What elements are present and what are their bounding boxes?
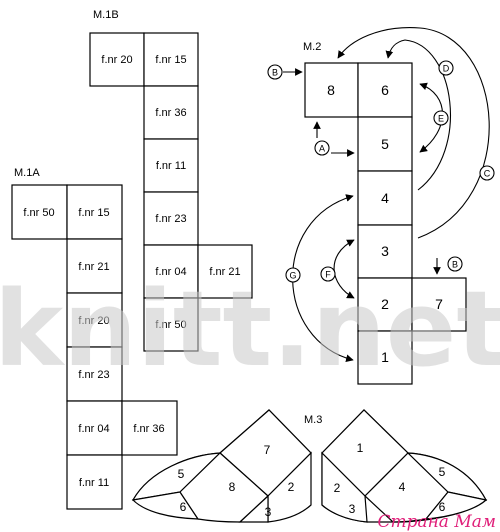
m2-cell-number: 7 bbox=[435, 296, 443, 312]
m3-left-number: 6 bbox=[180, 500, 187, 514]
m2-cell-number: 6 bbox=[381, 82, 389, 98]
m1b-label: f.nr 04 bbox=[155, 266, 186, 278]
m1b-label: f.nr 21 bbox=[209, 266, 240, 278]
marker-b-right: B bbox=[452, 260, 458, 270]
m2-cell-number: 1 bbox=[381, 349, 389, 365]
m1a-cell bbox=[66, 184, 123, 240]
m3-right-number: 6 bbox=[439, 500, 446, 514]
marker-circle bbox=[285, 267, 301, 283]
marker-c: C bbox=[484, 169, 491, 179]
m2-cell-number: 4 bbox=[381, 190, 389, 206]
m1b-label: f.nr 50 bbox=[155, 319, 186, 331]
m1a-label: f.nr 11 bbox=[79, 477, 109, 489]
m1a-title: M.1A bbox=[14, 167, 40, 179]
m2-cell bbox=[357, 277, 413, 332]
marker-f: F bbox=[325, 270, 331, 280]
m1a-label: f.nr 36 bbox=[133, 423, 164, 435]
m3-left-shape: 7 5 8 2 6 3 bbox=[131, 409, 312, 523]
m1b-label: f.nr 36 bbox=[155, 107, 186, 119]
m2-title: M.2 bbox=[303, 41, 321, 53]
marker-g: G bbox=[289, 271, 296, 281]
m1a-label: f.nr 04 bbox=[78, 423, 109, 435]
m1b-label: f.nr 20 bbox=[101, 54, 132, 66]
m3-left-number: 2 bbox=[288, 480, 295, 494]
m1b-label: f.nr 11 bbox=[156, 160, 186, 172]
m3-left-number: 8 bbox=[229, 480, 236, 494]
m1a-label: f.nr 21 bbox=[78, 261, 109, 273]
arrow-d bbox=[385, 39, 451, 191]
marker-b-top: B bbox=[272, 68, 278, 78]
marker-a: A bbox=[319, 144, 325, 154]
m3-piece bbox=[238, 494, 269, 523]
watermark-site: Страна Мам bbox=[377, 512, 496, 532]
m1a-grid: f.nr 50 f.nr 15 f.nr 21 f.nr 20 f.nr 23 … bbox=[11, 184, 178, 510]
m3-piece bbox=[424, 491, 488, 520]
m3-left-number: 5 bbox=[178, 467, 185, 481]
m1b-label: f.nr 23 bbox=[155, 213, 186, 225]
m1b-cell bbox=[143, 138, 199, 193]
arrow-c bbox=[337, 27, 490, 239]
m3-right-number: 4 bbox=[399, 480, 406, 494]
m1a-cell bbox=[11, 184, 68, 240]
m2-cell-number: 2 bbox=[381, 296, 389, 312]
m2-cell-number: 8 bbox=[327, 82, 335, 98]
m1a-cell bbox=[121, 400, 178, 456]
m2-cell bbox=[357, 224, 413, 279]
m2-cell bbox=[304, 62, 359, 118]
m1b-cell bbox=[143, 297, 199, 352]
marker-circle bbox=[479, 165, 495, 181]
marker-circle bbox=[438, 60, 454, 76]
marker-circle bbox=[447, 256, 463, 272]
marker-circle bbox=[267, 64, 283, 80]
m3-title: M.3 bbox=[304, 414, 322, 426]
marker-circle bbox=[433, 110, 449, 126]
watermark-main: knitt.net bbox=[0, 268, 500, 390]
m1b-grid: f.nr 20 f.nr 15 f.nr 36 f.nr 11 f.nr 23 … bbox=[89, 32, 253, 352]
m1a-label: f.nr 15 bbox=[78, 207, 109, 219]
m1b-title: M.1B bbox=[93, 9, 119, 21]
m3-piece bbox=[321, 451, 368, 523]
m2-cell-number: 5 bbox=[381, 136, 389, 152]
m3-left-number: 7 bbox=[264, 443, 271, 457]
m1a-cell bbox=[66, 346, 123, 402]
marker-e: E bbox=[438, 114, 444, 124]
m1a-cell bbox=[66, 400, 123, 456]
m2-cell-number: 3 bbox=[381, 243, 389, 259]
m3-left-number: 3 bbox=[265, 505, 272, 519]
m1a-cell bbox=[66, 238, 123, 294]
m1b-cell bbox=[143, 32, 199, 87]
m1b-label: f.nr 15 bbox=[155, 54, 186, 66]
m1a-label: f.nr 20 bbox=[78, 315, 109, 327]
marker-d: D bbox=[443, 64, 450, 74]
m3-right-number: 5 bbox=[439, 465, 446, 479]
m1a-cell bbox=[66, 454, 123, 510]
m3-piece bbox=[267, 451, 312, 523]
marker-circle bbox=[314, 140, 330, 156]
marker-circle bbox=[320, 266, 336, 282]
m3-right-shape: 1 2 4 5 3 6 bbox=[321, 409, 488, 523]
m1b-cell bbox=[89, 32, 145, 87]
m1a-cell bbox=[66, 292, 123, 348]
m2-cell bbox=[357, 170, 413, 226]
m2-markers: B A B C D E F G bbox=[267, 60, 495, 283]
m2-grid: 8 6 5 4 3 2 7 1 bbox=[304, 62, 467, 385]
m2-cell bbox=[357, 330, 413, 385]
m1b-cell bbox=[197, 244, 253, 299]
m3-right-number: 3 bbox=[349, 502, 356, 516]
m1a-label: f.nr 50 bbox=[23, 207, 54, 219]
m3-right-number: 2 bbox=[334, 481, 341, 495]
m1b-cell bbox=[143, 244, 199, 299]
m2-cell bbox=[411, 277, 467, 332]
m1a-label: f.nr 23 bbox=[78, 369, 109, 381]
m3-right-number: 1 bbox=[357, 441, 364, 455]
